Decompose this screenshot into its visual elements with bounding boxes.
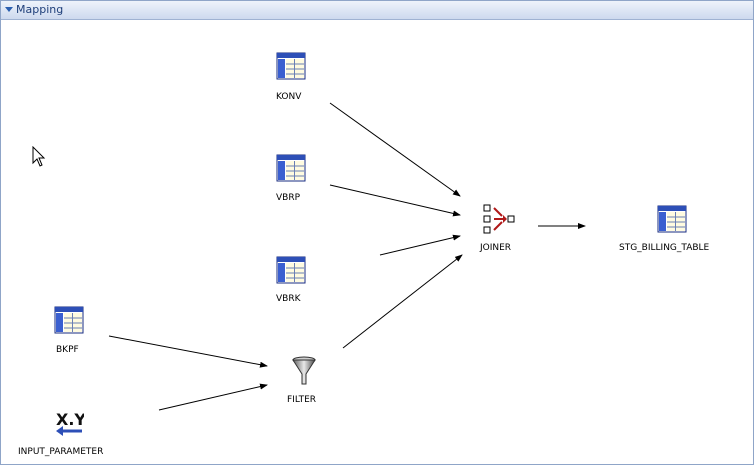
node-label: VBRK <box>276 294 301 304</box>
node-filter[interactable]: FILTER <box>284 356 328 408</box>
node-label: STG_BILLING_TABLE <box>619 243 710 253</box>
mouse-cursor-icon <box>32 146 46 167</box>
edge-vbrk-joiner[interactable] <box>379 234 461 256</box>
table-icon <box>276 154 306 182</box>
node-label: FILTER <box>287 395 317 405</box>
edge-filter-joiner[interactable] <box>342 254 463 349</box>
edge-inputparam-filter[interactable] <box>158 383 268 411</box>
node-joiner[interactable]: JOINER <box>478 203 522 253</box>
svg-text:X.Y: X.Y <box>56 410 84 429</box>
table-icon <box>657 205 687 233</box>
node-vbrp[interactable]: VBRP <box>270 154 314 206</box>
parameter-icon: X.Y <box>56 410 84 436</box>
node-bkpf[interactable]: BKPF <box>48 306 92 358</box>
node-input-parameter[interactable]: X.Y INPUT_PARAMETER <box>16 408 128 460</box>
node-vbrk[interactable]: VBRK <box>270 256 314 308</box>
joiner-icon <box>483 204 515 234</box>
edge-bkpf-filter[interactable] <box>108 335 268 368</box>
node-stg-billing-table[interactable]: STG_BILLING_TABLE <box>618 205 730 255</box>
table-icon <box>54 306 84 334</box>
panel-title: Mapping <box>16 3 64 16</box>
node-label: VBRP <box>276 193 301 203</box>
filter-funnel-icon <box>292 356 316 385</box>
node-label: INPUT_PARAMETER <box>18 447 104 457</box>
node-konv[interactable]: KONV <box>270 52 314 104</box>
table-icon <box>276 52 306 80</box>
edge-vbrp-joiner[interactable] <box>329 184 461 217</box>
collapse-triangle-icon[interactable] <box>5 7 13 12</box>
node-label: JOINER <box>480 243 512 253</box>
table-icon <box>276 256 306 284</box>
edge-konv-joiner[interactable] <box>329 102 461 197</box>
node-label: KONV <box>276 92 302 102</box>
node-label: BKPF <box>56 345 79 355</box>
panel-header[interactable]: Mapping <box>1 1 753 20</box>
